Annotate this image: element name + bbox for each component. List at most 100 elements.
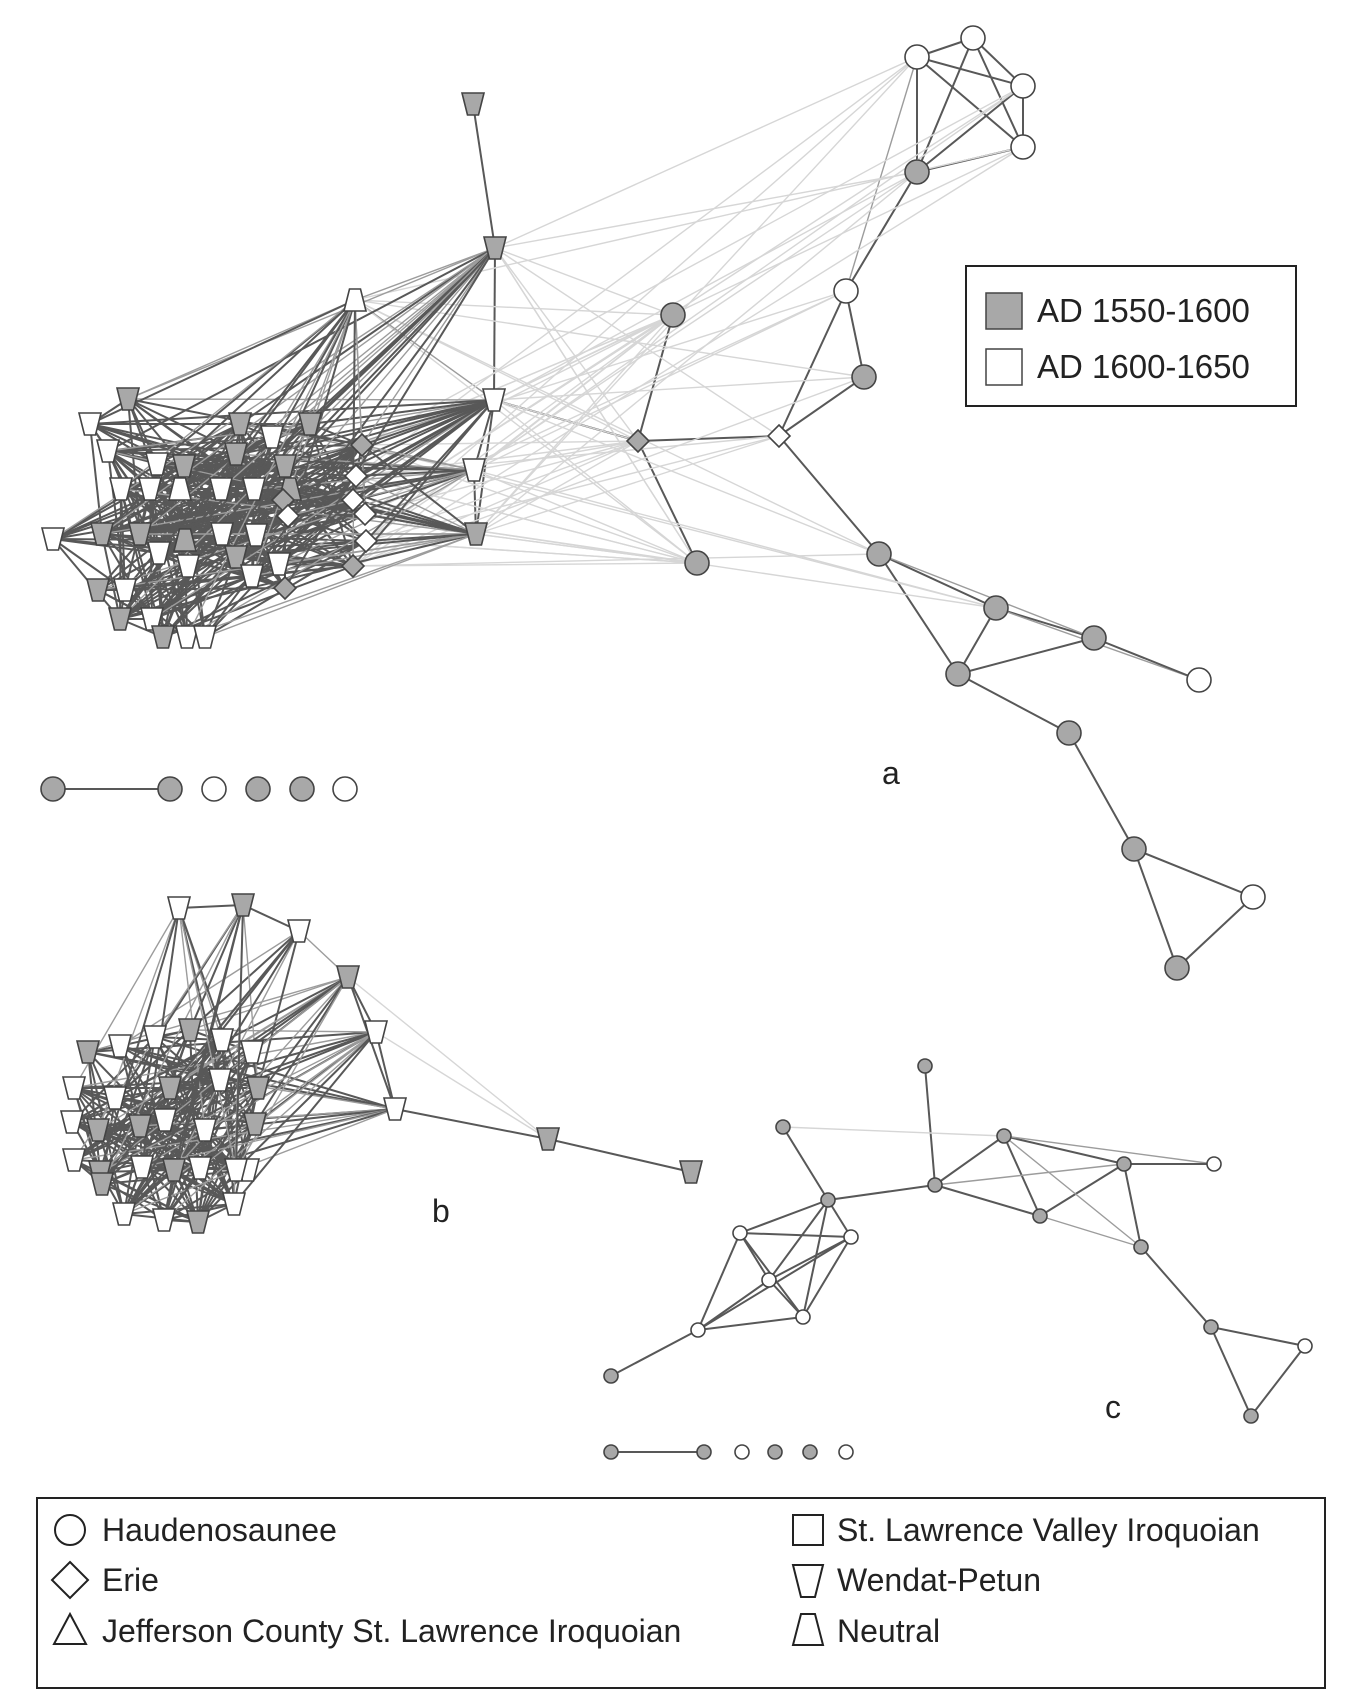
network-a-edge: [475, 56, 918, 535]
network-a-node: [904, 159, 930, 185]
network-b-edge: [139, 1125, 165, 1221]
network-b-node: [382, 1097, 408, 1121]
network-b-node: [335, 965, 361, 989]
network-a-edge: [361, 444, 475, 471]
network-a-edge: [221, 299, 356, 535]
network-a-edge: [186, 299, 356, 638]
network-a-edge: [878, 553, 959, 675]
network-a-node: [342, 288, 368, 312]
network-c-node: [767, 1444, 783, 1460]
network-a-edge: [472, 103, 496, 249]
network-a-edge: [354, 299, 880, 555]
network-a-edge: [309, 399, 495, 425]
network-a-edge: [251, 533, 477, 577]
network-b-edge: [257, 930, 300, 1089]
network-a-node: [625, 428, 651, 454]
network-a-edge: [151, 247, 496, 620]
network-a-edge: [637, 314, 674, 442]
network-a-edge: [235, 299, 356, 558]
network-b-node: [59, 1110, 85, 1134]
triangle-key-icon: [52, 1611, 88, 1645]
network-a-node: [127, 522, 153, 546]
network-a-edge: [289, 247, 496, 490]
network-b-edge: [375, 1031, 549, 1140]
network-a-edge: [1176, 896, 1254, 969]
network-b-node: [161, 1158, 187, 1182]
network-a-edge: [493, 376, 865, 401]
network-b-edge: [189, 904, 244, 1031]
network-a-node: [1121, 836, 1147, 862]
network-a-edge: [139, 247, 496, 535]
network-a-node: [1240, 884, 1266, 910]
network-a-node: [960, 25, 986, 51]
network-a-node: [40, 776, 66, 802]
network-b-edge: [233, 1031, 377, 1205]
network-b-node: [230, 893, 256, 917]
network-b-edge: [114, 930, 300, 1099]
network-c-node: [838, 1444, 854, 1460]
network-a-node: [1010, 73, 1036, 99]
network-a-edge: [473, 290, 847, 471]
wendat-petun-key-label: Wendat-Petun: [837, 1562, 1041, 1598]
period-legend: AD 1550-1600 AD 1600-1650: [965, 265, 1297, 407]
network-a-node: [157, 776, 183, 802]
network-a-node: [983, 595, 1009, 621]
network-c-node: [732, 1225, 748, 1241]
early-period-label: AD 1550-1600: [1037, 292, 1250, 329]
network-a-edge: [127, 247, 496, 400]
network-a-edge: [284, 247, 496, 467]
network-a-edge: [124, 565, 354, 591]
network-a-node: [340, 487, 366, 513]
network-a-edge: [972, 37, 1024, 148]
network-a-node: [766, 423, 792, 449]
network-a-edge: [494, 171, 918, 249]
network-a-node: [85, 578, 111, 602]
network-a-edge: [365, 540, 698, 564]
network-b-node: [363, 1020, 389, 1044]
network-c-node: [1133, 1239, 1149, 1255]
network-a-edge: [365, 399, 495, 542]
inverted-trapezoid-key-icon: [791, 1564, 825, 1598]
network-c-edge: [697, 1279, 770, 1331]
network-c-edge: [934, 1163, 1125, 1186]
network-a-edge: [473, 469, 698, 564]
network-c-edge: [1123, 1163, 1142, 1248]
network-b-node: [157, 1076, 183, 1100]
network-a-edge: [1133, 848, 1178, 969]
network-c-node: [843, 1229, 859, 1245]
network-a-edge: [352, 553, 880, 567]
network-a-edge: [1068, 732, 1135, 850]
network-a-edge: [352, 314, 674, 567]
neutral-key-label: Neutral: [837, 1613, 940, 1649]
network-a-node: [137, 477, 163, 501]
network-b-edge: [173, 930, 300, 1171]
network-c-nodes: [603, 1058, 1313, 1460]
network-a-node: [172, 528, 198, 552]
network-c-node: [1116, 1156, 1132, 1172]
network-a-edge: [354, 299, 698, 564]
network-c-edge: [768, 1199, 829, 1281]
network-a-edge: [119, 533, 223, 620]
network-a-edge: [878, 553, 997, 609]
network-a-node: [241, 477, 267, 501]
network-a-edge: [493, 314, 674, 401]
network-a-edges: [52, 37, 1254, 969]
network-b-node: [185, 1210, 211, 1234]
network-c-node: [1297, 1338, 1313, 1354]
network-b-node: [142, 1025, 168, 1049]
network-b-node: [85, 1118, 111, 1142]
network-a-node: [904, 44, 930, 70]
network-a-edge: [251, 299, 356, 577]
network-a-edge: [204, 533, 477, 638]
network-a-edge: [352, 562, 698, 567]
network-a-edge: [365, 440, 639, 542]
network-c-edge: [1039, 1163, 1125, 1217]
network-a-node: [40, 527, 66, 551]
network-b-node: [166, 896, 192, 920]
network-a-edge: [287, 469, 475, 517]
network-b-nodes: [59, 893, 704, 1234]
network-a-node: [115, 387, 141, 411]
network-a-edge: [101, 533, 121, 620]
erie-key-icon: [50, 1560, 90, 1600]
